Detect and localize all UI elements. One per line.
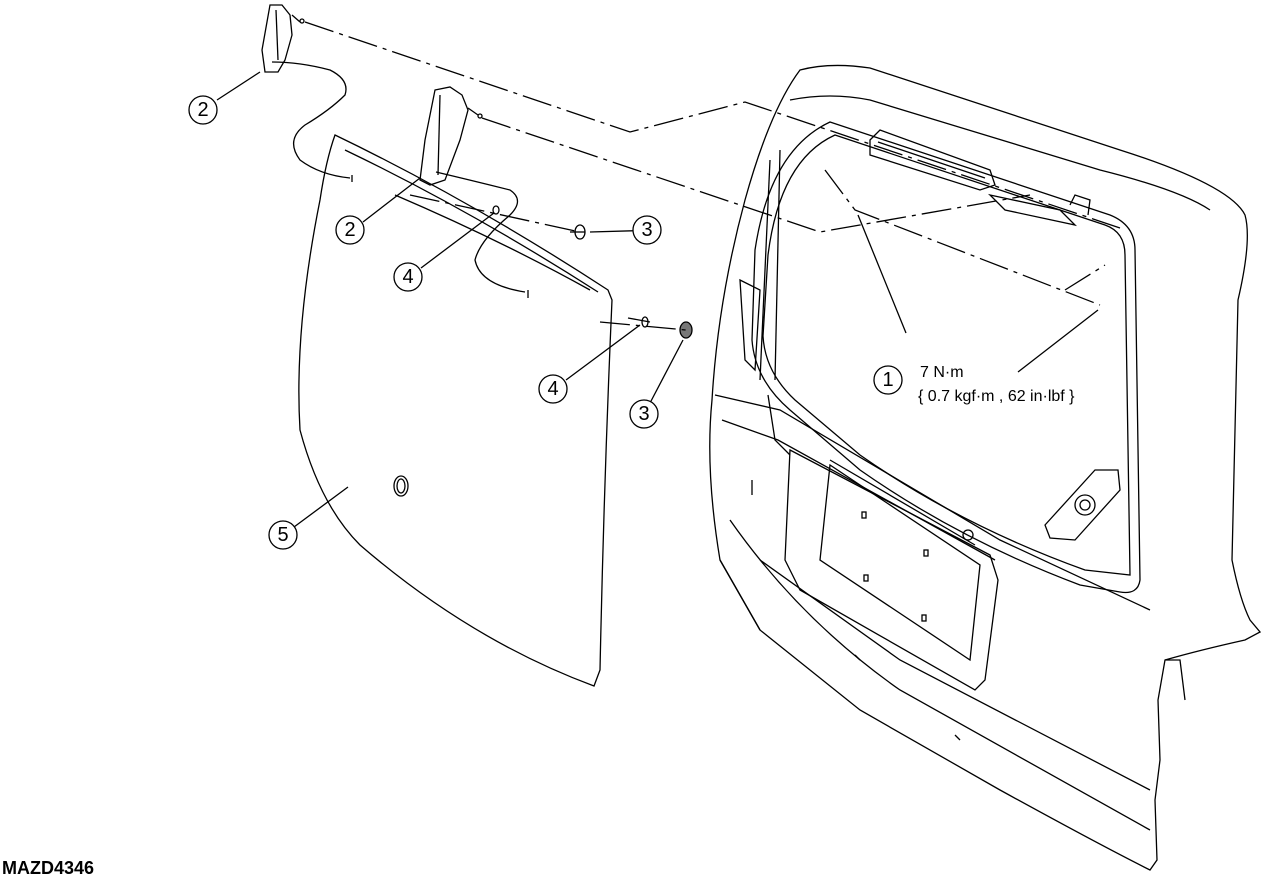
liftgate-damper-stay-lower: [419, 86, 483, 186]
figure-id: MAZD4346: [2, 858, 94, 878]
callout-5: 5: [277, 524, 288, 546]
callout-3b: 3: [638, 403, 649, 425]
torque-value: 7 N·m: [920, 364, 964, 381]
alignment-lines: [304, 21, 1121, 331]
torque-converted: { 0.7 kgf·m , 62 in·lbf }: [918, 388, 1075, 405]
bolt-upper: [570, 224, 586, 240]
callout-circle-2b: [335, 215, 365, 245]
liftgate-panel: [709, 64, 1261, 871]
callout-circle-1: [873, 365, 903, 395]
callout-circle-3b: [629, 399, 659, 429]
liftgate-damper-stay-upper: [261, 4, 305, 73]
leader-lines: [216, 71, 1099, 528]
callout-1: 1: [882, 369, 893, 391]
callout-4a: 4: [402, 266, 413, 288]
spacer-lower: [627, 316, 651, 328]
bolt-lower: [679, 321, 693, 339]
callout-circle-5: [268, 520, 298, 550]
liftgate-glass: [298, 134, 613, 687]
spacer-upper: [492, 205, 500, 215]
callout-circle-2a: [188, 95, 218, 125]
callout-circle-3a: [632, 215, 662, 245]
callout-4b: 4: [547, 378, 558, 400]
callout-circle-4a: [393, 262, 423, 292]
callout-3a: 3: [641, 219, 652, 241]
connector-line: [435, 171, 526, 293]
connector-line: [271, 61, 351, 179]
callout-2a: 2: [197, 99, 208, 121]
callout-2b: 2: [344, 219, 355, 241]
callout-circle-4b: [538, 374, 568, 404]
